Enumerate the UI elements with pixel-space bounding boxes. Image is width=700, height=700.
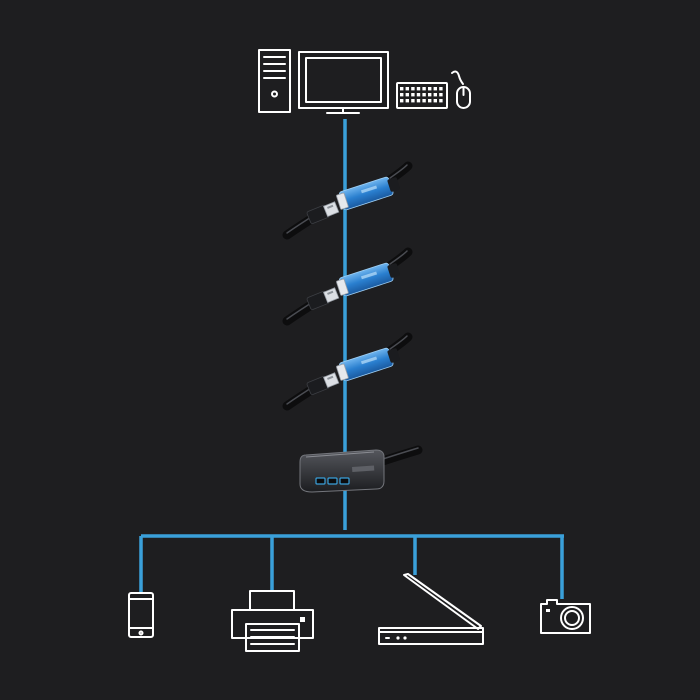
host-computer-group [258,49,471,114]
keyboard-key [433,93,437,97]
keyboard-key [416,99,421,103]
keyboard-key [405,99,409,103]
repeater-cable [282,161,413,240]
repeater-cables [282,161,413,411]
flatbed-scanner-icon [378,573,484,645]
hub-port [315,477,326,485]
hub-port [327,477,338,485]
keyboard-key [416,87,421,91]
smartphone-icon [128,592,154,638]
keyboard-key [411,87,415,91]
keyboard-key [405,93,409,97]
keyboard-key [439,87,443,91]
monitor-icon [298,51,389,114]
hub-port [339,477,350,485]
keyboard-key [433,87,437,91]
keyboard-key [433,99,437,103]
hub-ports [315,477,350,485]
keyboard-icon [396,82,448,109]
keyboard-key [428,99,432,103]
keyboard-key [400,99,404,103]
keyboard-key [405,87,409,91]
distribution-bus [139,534,564,599]
repeater-cable [282,332,413,411]
keyboard-key [411,99,415,103]
mouse-icon [451,70,471,109]
keyboard-key [439,99,443,103]
keyboard-key [428,93,432,97]
usb-hub [299,445,423,493]
camera-icon [540,599,591,634]
keyboard-key [439,93,443,97]
keyboard-key [400,87,404,91]
repeater-cable [282,247,413,326]
keyboard-key [416,93,421,97]
keyboard-key [428,87,432,91]
printer-icon [231,590,314,652]
keyboard-key [411,93,415,97]
hub-brand-mark [352,465,375,472]
keyboard-key [422,99,426,103]
keyboard-key [422,93,426,97]
keyboard-key [422,87,426,91]
tower-pc-icon [258,49,291,113]
keyboard-key [400,93,404,97]
